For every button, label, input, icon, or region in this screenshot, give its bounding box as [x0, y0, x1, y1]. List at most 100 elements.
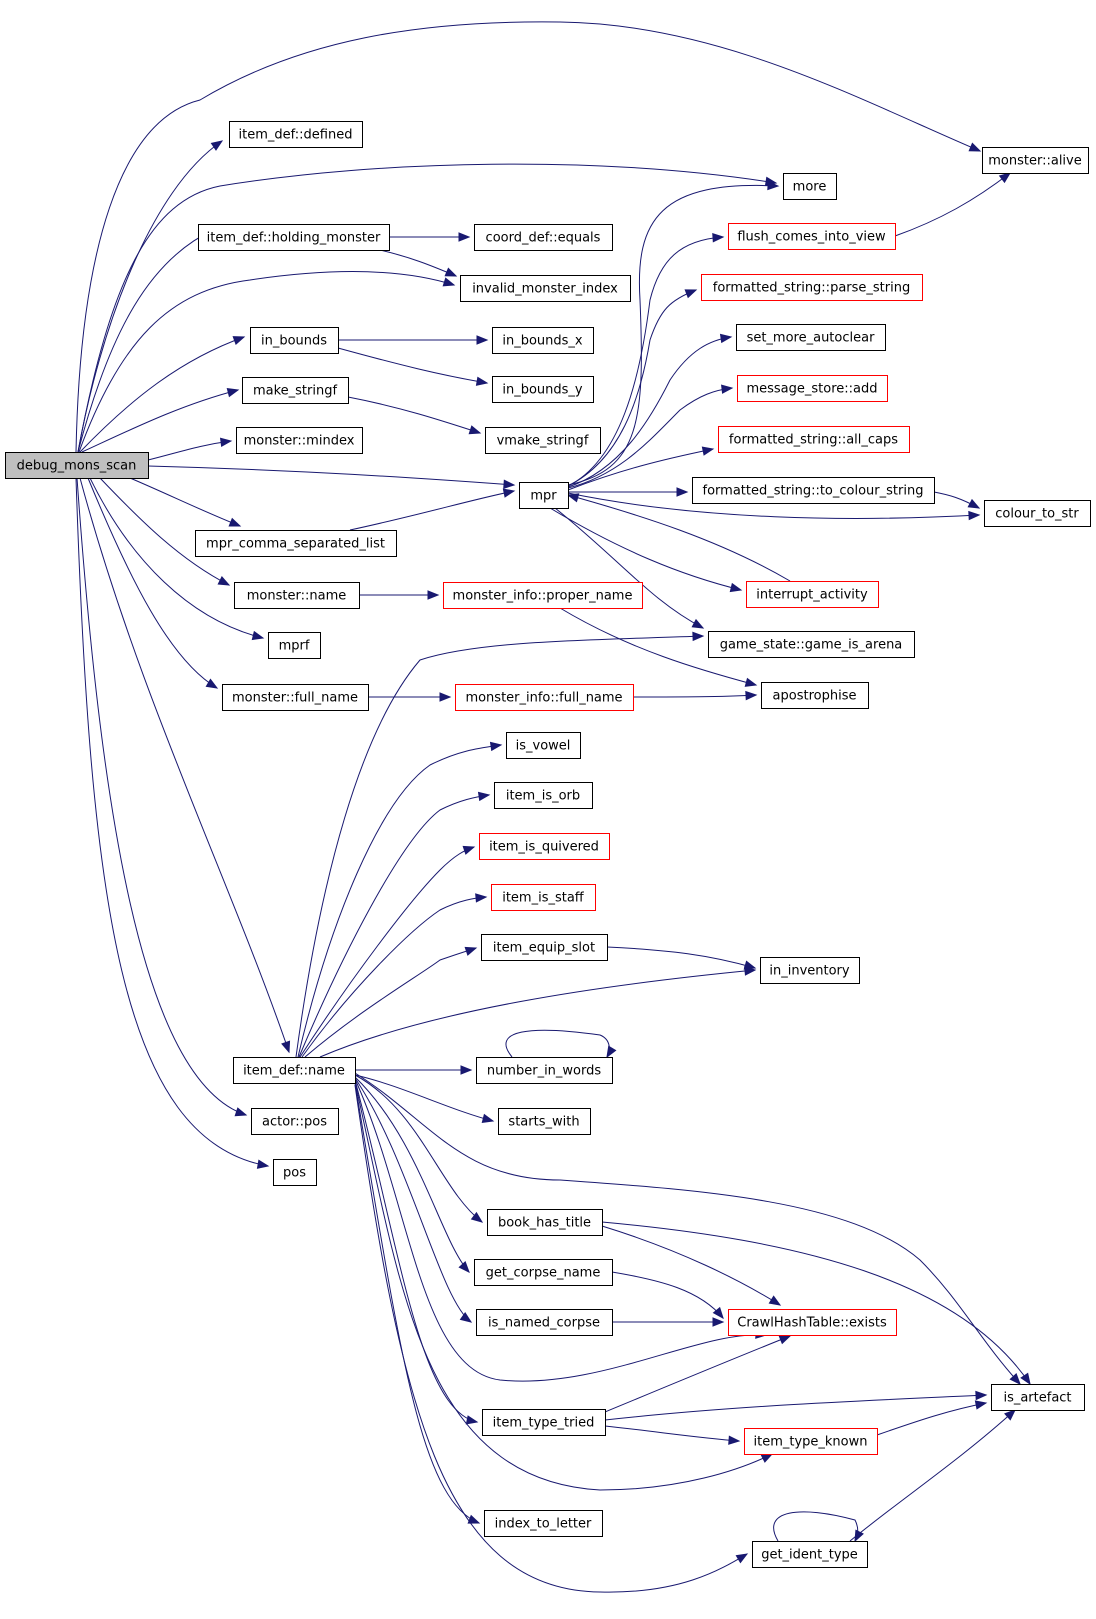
node-monster-name[interactable]: monster::name	[234, 582, 360, 609]
node-flush-comes-into-view[interactable]: flush_comes_into_view	[728, 223, 896, 250]
edge-line	[295, 635, 704, 1058]
node-pos[interactable]: pos	[273, 1159, 317, 1186]
edge-n36-n31	[298, 791, 491, 1058]
edge-n27-n13	[566, 493, 791, 582]
edge-arrowhead	[692, 631, 705, 642]
edge-arrowhead	[701, 446, 715, 456]
node-label: monster::name	[247, 589, 346, 604]
edge-arrowhead	[721, 384, 734, 394]
node-item-type-tried[interactable]: item_type_tried	[482, 1409, 606, 1436]
node-set-more-autoclear[interactable]: set_more_autoclear	[736, 324, 886, 351]
node-box	[273, 1159, 317, 1186]
node-is-artefact[interactable]: is_artefact	[991, 1384, 1085, 1411]
node-item-is-quivered[interactable]: item_is_quivered	[479, 833, 610, 860]
edge-n20-n2	[894, 172, 1012, 237]
edge-line	[632, 694, 757, 698]
node-box	[708, 631, 915, 658]
node-label: CrawlHashTable::exists	[737, 1316, 887, 1331]
edge-line	[337, 347, 488, 384]
node-item-type-known[interactable]: item_type_known	[744, 1428, 878, 1455]
node-mpr[interactable]: mpr	[519, 482, 569, 509]
node-in-bounds-x[interactable]: in_bounds_x	[492, 327, 594, 354]
edge-arrowhead	[743, 960, 757, 970]
node-get-ident-type[interactable]: get_ident_type	[752, 1541, 868, 1568]
node-mprf[interactable]: mprf	[268, 632, 321, 659]
node-more[interactable]: more	[783, 173, 837, 200]
node-index-to-letter[interactable]: index_to_letter	[484, 1510, 603, 1537]
edge-arrowhead	[974, 1400, 988, 1410]
node-box	[229, 121, 363, 148]
edge-n0-n3	[77, 163, 778, 453]
node-box	[984, 500, 1091, 527]
edge-line	[354, 1081, 773, 1491]
edge-arrowhead	[251, 630, 265, 641]
node-coord-def-equals[interactable]: coord_def::equals	[474, 224, 613, 251]
edge-arrowhead	[998, 172, 1012, 184]
node-monster-info-proper-name[interactable]: monster_info::proper_name	[443, 582, 643, 609]
node-mpr-comma-separated-list[interactable]: mpr_comma_separated_list	[195, 530, 397, 557]
node-formatted-string-to-colour-string[interactable]: formatted_string::to_colour_string	[692, 477, 935, 504]
edge-arrowhead	[228, 517, 242, 527]
node-item-is-staff[interactable]: item_is_staff	[491, 884, 596, 911]
node-in-bounds-y[interactable]: in_bounds_y	[492, 376, 594, 403]
edge-line	[354, 1079, 478, 1423]
node-label: mpr	[530, 489, 557, 504]
node-monster-alive[interactable]: monster::alive	[982, 147, 1089, 174]
node-vmake-stringf[interactable]: vmake_stringf	[485, 427, 601, 454]
node-book-has-title[interactable]: book_has_title	[487, 1209, 603, 1236]
node-label: in_bounds	[261, 334, 327, 349]
node-item-def-defined[interactable]: item_def::defined	[229, 121, 363, 148]
node-is-named-corpse[interactable]: is_named_corpse	[476, 1309, 613, 1336]
edge-n49-n45	[849, 1409, 1016, 1542]
edge-n13-n25	[567, 487, 689, 497]
node-starts-with[interactable]: starts_with	[498, 1108, 591, 1135]
node-colour-to-str[interactable]: colour_to_str	[984, 500, 1091, 527]
node-in-inventory[interactable]: in_inventory	[760, 957, 860, 984]
node-monster-info-full-name[interactable]: monster_info::full_name	[455, 684, 634, 711]
node-box	[692, 477, 935, 504]
edge-n0-n13	[147, 465, 516, 489]
node-crawlhashtable-exists[interactable]: CrawlHashTable::exists	[728, 1309, 897, 1336]
node-box	[195, 530, 397, 557]
edge-line	[354, 1072, 1021, 1385]
edge-arrowhead	[744, 677, 758, 687]
edge-n49-n49	[773, 1511, 864, 1543]
edge-n36-n45	[354, 1072, 1021, 1385]
node-debug-mons-scan[interactable]: debug_mons_scan	[5, 452, 149, 479]
node-label: interrupt_activity	[756, 588, 868, 603]
edge-line	[611, 1271, 724, 1319]
node-apostrophise[interactable]: apostrophise	[761, 682, 869, 709]
node-monster-full-name[interactable]: monster::full_name	[222, 684, 369, 711]
node-monster-mindex[interactable]: monster::mindex	[236, 427, 363, 454]
node-make-stringf[interactable]: make_stringf	[242, 377, 349, 404]
node-is-vowel[interactable]: is_vowel	[506, 732, 581, 759]
node-box	[728, 1309, 897, 1336]
edge-arrowhead	[502, 488, 516, 498]
edge-line	[604, 1394, 987, 1421]
node-game-state-game-is-arena[interactable]: game_state::game_is_arena	[708, 631, 915, 658]
edge-n7-n8	[338, 335, 489, 345]
node-item-def-holding-monster[interactable]: item_def::holding_monster	[198, 224, 390, 251]
node-get-corpse-name[interactable]: get_corpse_name	[474, 1259, 613, 1286]
node-message-store-add[interactable]: message_store::add	[737, 375, 888, 402]
edge-n0-n4	[77, 229, 215, 453]
node-interrupt-activity[interactable]: interrupt_activity	[746, 581, 879, 608]
node-formatted-string-parse-string[interactable]: formatted_string::parse_string	[701, 274, 923, 301]
node-box	[492, 327, 594, 354]
edge-n0-n17	[89, 477, 265, 641]
edge-arrowhead	[232, 336, 246, 346]
node-item-def-name[interactable]: item_def::name	[233, 1057, 356, 1084]
edge-arrowhead	[458, 1261, 470, 1273]
node-number-in-words[interactable]: number_in_words	[476, 1057, 613, 1084]
edge-line	[349, 490, 515, 531]
node-item-is-orb[interactable]: item_is_orb	[494, 782, 593, 809]
node-formatted-string-all-caps[interactable]: formatted_string::all_caps	[718, 426, 910, 453]
node-actor-pos[interactable]: actor::pos	[251, 1108, 339, 1135]
edge-n36-n41	[354, 1074, 484, 1223]
node-item-equip-slot[interactable]: item_equip_slot	[481, 934, 608, 961]
node-in-bounds[interactable]: in_bounds	[250, 327, 339, 354]
node-invalid-monster-index[interactable]: invalid_monster_index	[460, 275, 631, 302]
node-label: apostrophise	[773, 689, 857, 704]
node-box	[251, 1108, 339, 1135]
node-label: message_store::add	[746, 382, 877, 397]
